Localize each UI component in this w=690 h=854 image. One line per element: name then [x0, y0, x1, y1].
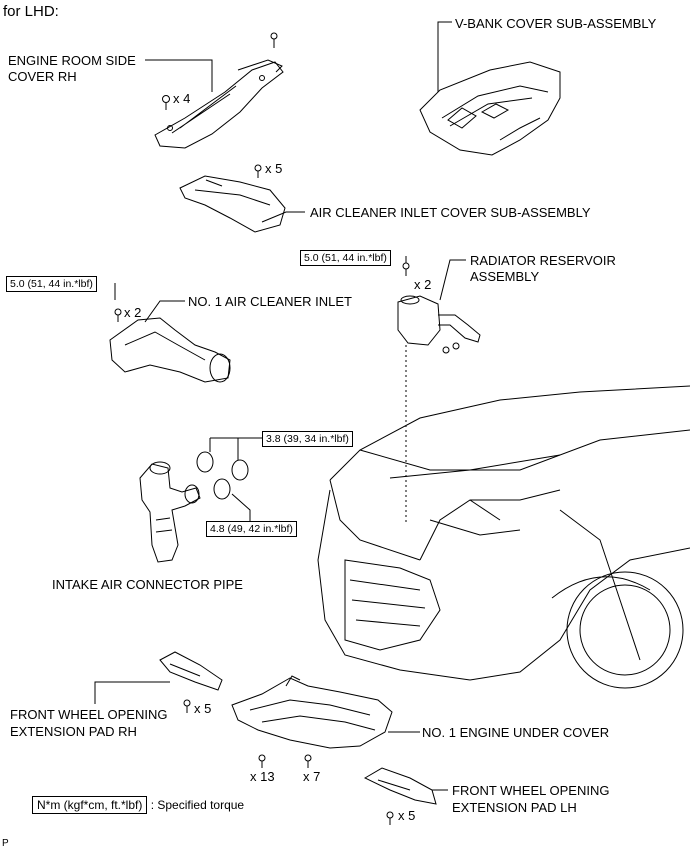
legend-text: : Specified torque — [150, 798, 245, 812]
intake-air-connector-part — [139, 461, 201, 563]
torque-box-radiator-reservoir: 5.0 (51, 44 in.*lbf) — [300, 250, 391, 266]
leader-lines — [94, 21, 466, 791]
under-cover-bolts-count: x 13 — [250, 769, 275, 784]
front-wheel-pad-lh-count: x 5 — [398, 808, 416, 823]
no1-air-cleaner-inlet-count: x 2 — [124, 305, 142, 320]
no1-air-cleaner-inlet-part — [109, 308, 231, 383]
engine-room-side-cover-part — [154, 32, 284, 149]
air-cleaner-inlet-cover-label: AIR CLEANER INLET COVER SUB-ASSEMBLY — [310, 205, 591, 220]
radiator-reservoir-part — [397, 262, 481, 525]
torque-box-clamp-lower: 4.8 (49, 42 in.*lbf) — [206, 521, 297, 537]
legend-unit-box: N*m (kgf*cm, ft.*lbf) — [32, 796, 148, 814]
air-cleaner-inlet-cover-count: x 5 — [265, 161, 283, 176]
hose-clamps-part — [196, 451, 249, 500]
torque-legend: N*m (kgf*cm, ft.*lbf) : Specified torque — [32, 796, 244, 814]
front-wheel-pad-lh-label-line1: FRONT WHEEL OPENING — [452, 783, 610, 798]
front-wheel-pad-rh-label-line2: EXTENSION PAD RH — [10, 724, 137, 739]
diagram-caption: for LHD: — [3, 3, 59, 20]
engine-room-cover-label-line1: ENGINE ROOM SIDE — [8, 53, 136, 68]
engine-room-cover-label-line2: COVER RH — [8, 69, 77, 84]
no1-air-cleaner-inlet-label: NO. 1 AIR CLEANER INLET — [188, 294, 352, 309]
engine-room-cover-count: x 4 — [173, 91, 191, 106]
torque-box-air-cleaner-inlet: 5.0 (51, 44 in.*lbf) — [6, 276, 97, 292]
air-cleaner-inlet-cover-part — [179, 164, 286, 233]
v-bank-cover-part — [419, 61, 561, 156]
vehicle-front-outline — [317, 385, 690, 689]
no1-engine-under-cover-part — [231, 675, 393, 768]
front-wheel-pad-rh-count: x 5 — [194, 701, 212, 716]
v-bank-cover-label: V-BANK COVER SUB-ASSEMBLY — [455, 16, 657, 31]
footer-code: P — [2, 838, 9, 849]
intake-air-connector-label: INTAKE AIR CONNECTOR PIPE — [52, 577, 243, 592]
torque-box-clamp-upper: 3.8 (39, 34 in.*lbf) — [262, 431, 353, 447]
front-wheel-pad-lh-part — [363, 767, 437, 825]
no1-engine-under-cover-label: NO. 1 ENGINE UNDER COVER — [422, 725, 610, 740]
under-cover-screws-count: x 7 — [303, 769, 321, 784]
front-wheel-pad-rh-part — [159, 651, 223, 713]
radiator-reservoir-label-line1: RADIATOR RESERVOIR — [470, 253, 616, 268]
front-wheel-pad-lh-label-line2: EXTENSION PAD LH — [452, 800, 577, 815]
radiator-reservoir-label-line2: ASSEMBLY — [470, 269, 540, 284]
front-wheel-pad-rh-label-line1: FRONT WHEEL OPENING — [10, 707, 168, 722]
radiator-reservoir-count: x 2 — [414, 277, 432, 292]
